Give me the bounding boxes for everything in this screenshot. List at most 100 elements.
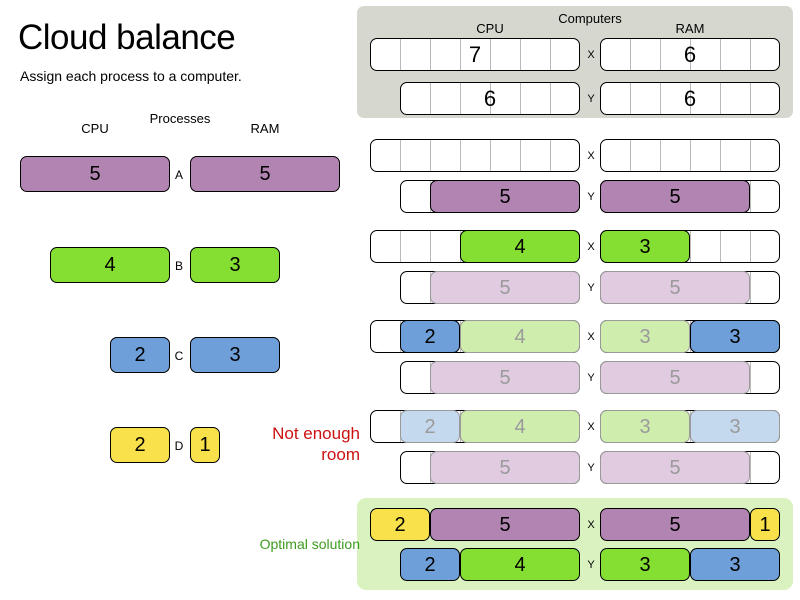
assign-cpu-bar-s4-Y: 5 [430, 451, 580, 484]
slot-cell [491, 83, 521, 114]
optimal-ram-bar-Y: 3 [600, 548, 690, 581]
assign-ram-bar-s4-X: 3 [690, 410, 780, 443]
slot-cell [371, 411, 401, 442]
assign-ram-grid-s1-X [600, 139, 780, 172]
process-letter-C: C [174, 349, 184, 363]
computer-letter-X: X [587, 49, 595, 61]
processes-heading: Processes [149, 111, 211, 126]
assign-ram-bar-s3-X: 3 [600, 320, 690, 353]
optimal-row-letter-X: X [587, 519, 595, 531]
slot-cell [401, 231, 431, 262]
slot-cell [461, 140, 491, 171]
slot-cell [691, 39, 721, 70]
slot-cell [721, 231, 751, 262]
slot-cell [431, 140, 461, 171]
assign-cpu-grid-s1-X [370, 139, 580, 172]
assign-ram-bar-s4-Y: 5 [600, 451, 750, 484]
assign-row-letter-s1-Y: Y [587, 191, 595, 203]
process-cpu-bar-A: 5 [20, 156, 170, 192]
slot-cell [431, 231, 461, 262]
assign-cpu-bar-s3-X: 4 [460, 320, 580, 353]
slot-cell [691, 231, 721, 262]
slot-cell [721, 83, 751, 114]
optimal-cpu-bar-X: 2 [370, 508, 430, 541]
computers-ram-label: RAM [675, 21, 705, 36]
computer-cpu-grid-Y [400, 82, 580, 115]
optimal-solution-note: Optimal solution [259, 536, 360, 552]
process-ram-bar-A: 5 [190, 156, 340, 192]
slot-cell [721, 140, 751, 171]
slot-cell [401, 272, 431, 303]
process-ram-bar-C: 3 [190, 337, 280, 373]
slot-cell [521, 140, 551, 171]
processes-ram-label: RAM [250, 121, 280, 136]
computer-ram-capacity-X: 6 [683, 41, 697, 67]
assign-cpu-bar-s4-X: 4 [460, 410, 580, 443]
slot-cell [751, 231, 779, 262]
slot-cell [431, 39, 461, 70]
slot-cell [751, 452, 779, 483]
slot-cell [721, 181, 751, 212]
slot-cell [691, 140, 721, 171]
slot-cell [661, 231, 691, 262]
slot-cell [751, 181, 779, 212]
slot-cell [401, 452, 431, 483]
slot-cell [461, 83, 491, 114]
process-ram-bar-B: 3 [190, 247, 280, 283]
slot-cell [371, 140, 401, 171]
slot-cell [401, 83, 431, 114]
computers-heading: Computers [558, 11, 622, 26]
assign-cpu-bar-s2-Y: 5 [430, 271, 580, 304]
slot-cell [491, 39, 521, 70]
assign-cpu-bar-s4-X: 2 [400, 410, 460, 443]
optimal-ram-bar-X: 5 [600, 508, 750, 541]
optimal-ram-bar-Y: 3 [690, 548, 780, 581]
optimal-cpu-bar-X: 5 [430, 508, 580, 541]
process-ram-bar-D: 1 [190, 427, 220, 463]
assign-row-letter-s4-X: X [587, 421, 595, 433]
processes-cpu-label: CPU [81, 121, 109, 136]
process-cpu-bar-B: 4 [50, 247, 170, 283]
process-letter-A: A [174, 168, 183, 182]
assign-ram-bar-s3-Y: 5 [600, 361, 750, 394]
process-cpu-bar-C: 2 [110, 337, 170, 373]
slot-cell [661, 83, 691, 114]
slot-cell [371, 231, 401, 262]
slot-cell [401, 362, 431, 393]
process-letter-D: D [174, 439, 184, 453]
slot-cell [521, 39, 551, 70]
assign-row-letter-s2-Y: Y [587, 282, 595, 294]
computer-ram-grid-X [600, 38, 780, 71]
slot-cell [691, 83, 721, 114]
slot-cell [371, 39, 401, 70]
slot-cell [401, 140, 431, 171]
slot-cell [601, 140, 631, 171]
slot-cell [371, 321, 401, 352]
computer-cpu-capacity-X: 7 [468, 41, 482, 67]
slot-cell [631, 140, 661, 171]
assign-ram-bar-s4-X: 3 [600, 410, 690, 443]
assign-row-letter-s3-X: X [587, 331, 595, 343]
slot-cell [521, 83, 551, 114]
slot-cell [751, 272, 779, 303]
page-title: Cloud balance [18, 18, 236, 57]
process-cpu-bar-D: 2 [110, 427, 170, 463]
computer-ram-capacity-Y: 6 [683, 85, 697, 111]
computer-cpu-capacity-Y: 6 [483, 85, 497, 111]
slot-cell [721, 362, 751, 393]
slot-cell [401, 181, 431, 212]
slot-cell [721, 39, 751, 70]
slot-cell [661, 140, 691, 171]
assign-ram-bar-s1-Y: 5 [600, 180, 750, 213]
optimal-ram-bar-X: 1 [750, 508, 780, 541]
slot-cell [631, 39, 661, 70]
assign-row-letter-s3-Y: Y [587, 372, 595, 384]
slot-cell [661, 39, 691, 70]
assign-cpu-bar-s2-X: 4 [460, 230, 580, 263]
slot-cell [631, 83, 661, 114]
computer-letter-Y: Y [587, 93, 595, 105]
page-subtitle: Assign each process to a computer. [20, 68, 242, 84]
slot-cell [751, 362, 779, 393]
slot-cell [461, 39, 491, 70]
slot-cell [491, 140, 521, 171]
